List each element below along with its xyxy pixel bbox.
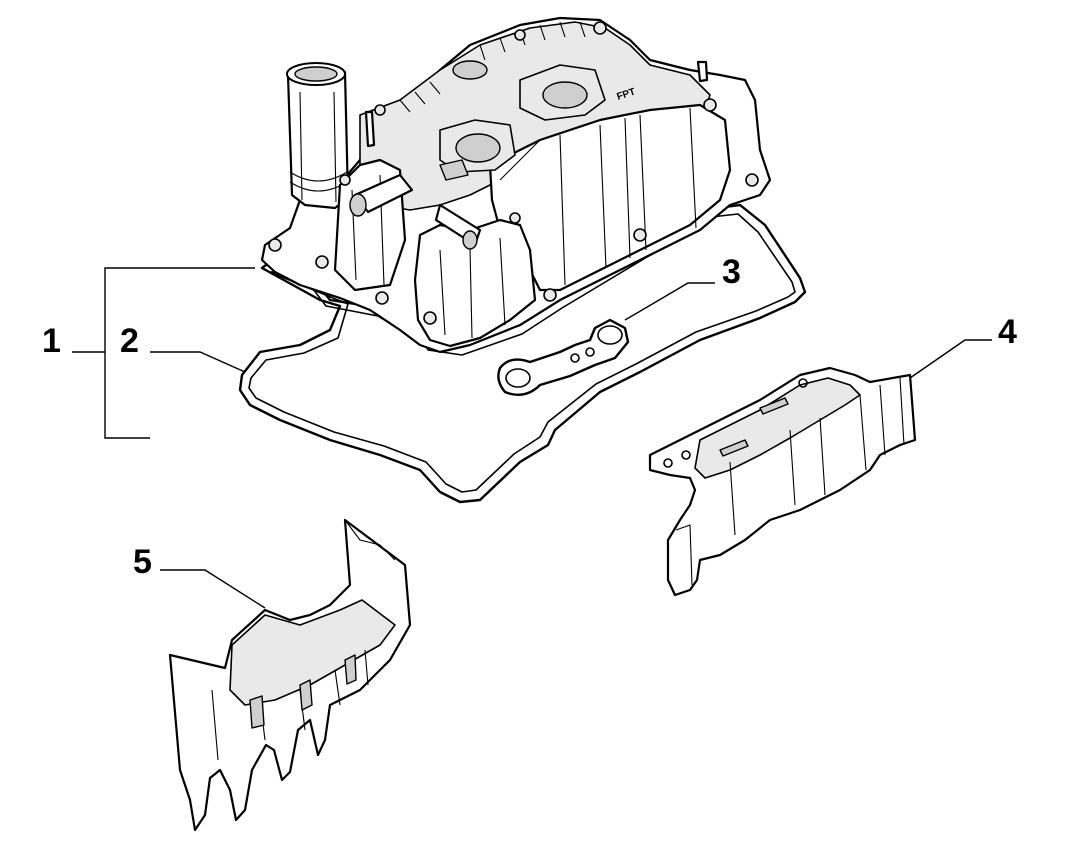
callout-4: 4 [998,313,1017,351]
callout-leaders [72,267,992,609]
callout-5: 5 [133,543,152,581]
callout-2: 2 [120,322,139,360]
callout-labels: 1 2 3 4 5 [42,253,1017,581]
cover-bolt-bosses [268,21,759,325]
part-4-heat-shield[interactable] [648,366,917,597]
part-1-valve-cover[interactable]: FPT [260,16,772,354]
part-3-seal-gasket[interactable] [497,318,630,396]
callout-1: 1 [42,322,61,360]
callout-3: 3 [722,253,741,291]
part-5-heat-shield[interactable] [168,518,412,832]
